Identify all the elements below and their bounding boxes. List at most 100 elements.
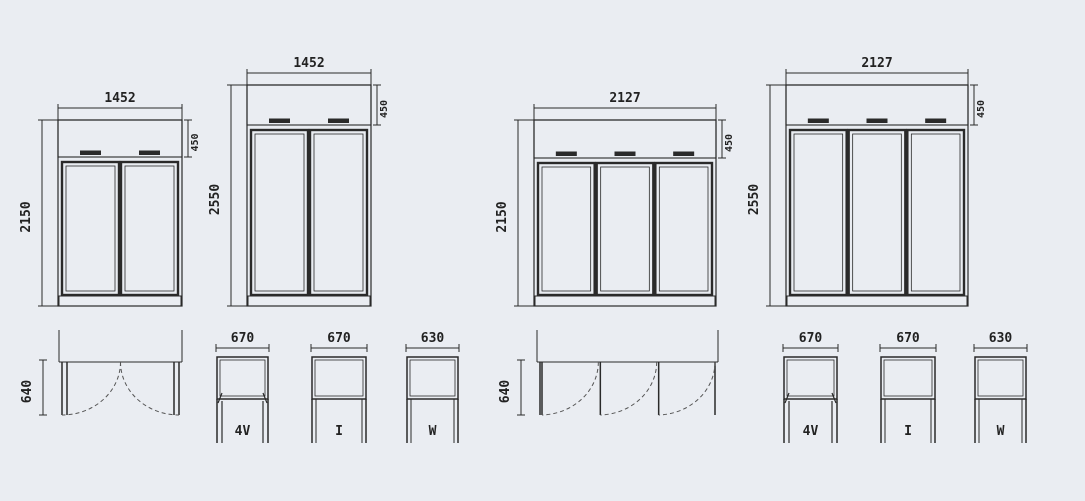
section-width-label: 670 <box>327 331 351 346</box>
depth-label: 640 <box>498 380 513 404</box>
glass-door <box>308 128 369 297</box>
cabinet-elevation-cab-d: 2127 2550 450 <box>747 56 987 307</box>
plinth <box>58 295 182 307</box>
width-dimension-line <box>785 69 969 85</box>
light-fixture <box>555 151 577 156</box>
cabinet-outline <box>533 119 717 307</box>
canopy-panel <box>533 119 717 159</box>
height-dimension-line <box>718 119 726 159</box>
glass-pane <box>910 133 961 292</box>
light-fixture <box>269 118 290 123</box>
glass-door <box>788 128 848 297</box>
section-type-label: I <box>335 424 343 439</box>
height-dimension-line <box>517 359 525 416</box>
width-dimension-line <box>973 344 1028 352</box>
light-fixture <box>673 151 695 156</box>
plinth <box>786 295 968 307</box>
width-dimension-line <box>533 104 717 120</box>
height-dimension-line <box>514 119 522 307</box>
door-swing-arc <box>658 361 716 416</box>
door-swing-arc <box>120 361 180 416</box>
width-dimension-line <box>215 344 270 352</box>
section-type-label: 4V <box>803 424 819 439</box>
height-dimension-line <box>184 119 192 158</box>
canopy-height-label: 450 <box>976 100 987 118</box>
slanted-glass <box>217 392 268 404</box>
plan-view-plan-a: 640 <box>20 330 183 416</box>
section-type-label: W <box>429 424 437 439</box>
width-dimension-line <box>57 104 183 120</box>
height-label: 2150 <box>19 201 34 232</box>
section-canopy <box>880 356 936 400</box>
canopy-panel <box>785 84 969 126</box>
glass-door <box>119 160 180 297</box>
glass-pane <box>852 133 902 292</box>
section-width-label: 670 <box>231 331 255 346</box>
section-width-label: 630 <box>421 331 445 346</box>
section-canopy <box>783 356 838 400</box>
section-canopy <box>406 356 459 400</box>
light-fixture <box>925 118 947 123</box>
height-label: 2550 <box>747 184 762 215</box>
cabinet-elevation-cab-c: 2127 2150 450 <box>495 91 735 307</box>
glass-pane <box>124 165 175 292</box>
width-label: 1452 <box>293 56 324 71</box>
glass-pane <box>254 133 305 292</box>
slanted-glass <box>784 392 837 404</box>
plan-view-plan-b: 640 <box>498 330 719 416</box>
section-width-label: 670 <box>799 331 823 346</box>
glass-pane <box>65 165 116 292</box>
canopy-height-label: 450 <box>190 133 201 151</box>
section-inner <box>786 359 835 397</box>
glass-door <box>847 128 907 297</box>
canopy-panel <box>246 84 372 126</box>
glass-pane <box>541 166 592 292</box>
height-dimension-line <box>38 119 46 307</box>
section-type-label: 4V <box>235 424 251 439</box>
section-inner <box>883 359 933 397</box>
canopy-height-label: 450 <box>379 100 390 118</box>
width-dimension-line <box>310 344 368 352</box>
glass-door <box>654 161 714 297</box>
side-section-sec-1: 670 4V <box>215 331 270 443</box>
glass-door <box>536 161 596 297</box>
section-type-label: W <box>997 424 1005 439</box>
section-width-label: 630 <box>989 331 1013 346</box>
door-swing-arc <box>61 361 121 416</box>
side-section-sec-4: 670 4V <box>782 331 839 443</box>
width-dimension-line <box>782 344 839 352</box>
section-type-label: I <box>904 424 912 439</box>
height-dimension-line <box>39 359 47 416</box>
section-inner <box>314 359 364 397</box>
plinth <box>247 295 371 307</box>
light-fixture <box>328 118 349 123</box>
plinth <box>534 295 716 307</box>
door-swing-arc <box>541 361 599 416</box>
width-dimension-line <box>879 344 937 352</box>
height-dimension-line <box>766 84 774 307</box>
section-canopy <box>974 356 1027 400</box>
section-width-label: 670 <box>896 331 920 346</box>
width-label: 2127 <box>861 56 892 71</box>
width-label: 2127 <box>609 91 640 106</box>
glass-pane <box>793 133 844 292</box>
width-label: 1452 <box>104 91 135 106</box>
light-fixture <box>866 118 888 123</box>
section-canopy <box>216 356 269 400</box>
light-fixture <box>139 150 160 155</box>
glass-pane <box>600 166 650 292</box>
section-inner <box>409 359 456 397</box>
height-label: 2150 <box>495 201 510 232</box>
glass-door <box>249 128 310 297</box>
light-fixture <box>80 150 101 155</box>
width-dimension-line <box>246 69 372 85</box>
height-dimension-line <box>970 84 978 126</box>
depth-label: 640 <box>20 380 35 404</box>
canopy-height-label: 450 <box>724 134 735 152</box>
